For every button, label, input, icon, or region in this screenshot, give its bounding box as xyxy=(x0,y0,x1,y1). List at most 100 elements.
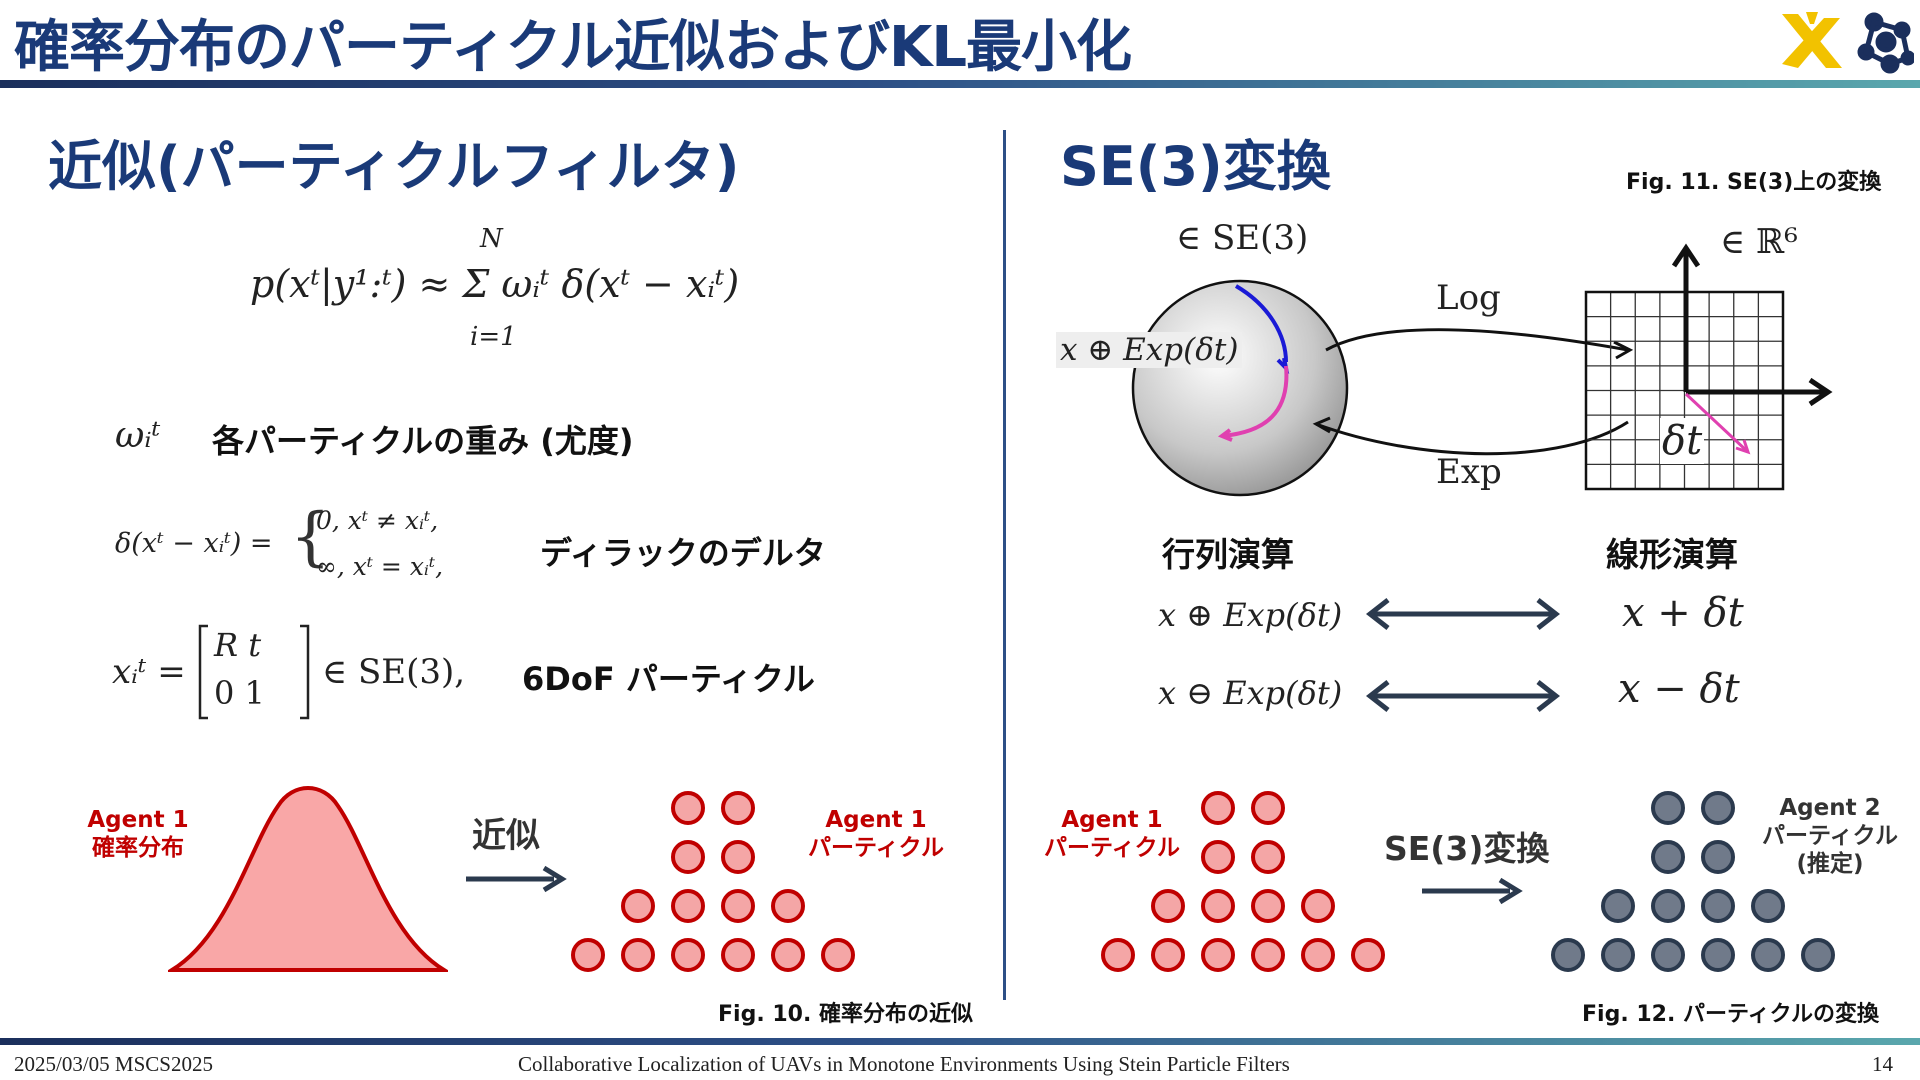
gaussian-curve xyxy=(168,786,448,972)
footer-paper-title: Collaborative Localization of UAVs in Mo… xyxy=(518,1052,1290,1076)
fig10-caption: Fig. 10. 確率分布の近似 xyxy=(718,1002,973,1027)
row1-linear-op: x + δt xyxy=(1622,590,1744,636)
particle-dot xyxy=(1151,889,1185,923)
sum-upper-limit: N xyxy=(480,224,503,254)
particle-dot xyxy=(1201,840,1235,874)
log-label: Log xyxy=(1436,278,1501,318)
particle-dot xyxy=(1601,938,1635,972)
right-heading: SE(3)変換 xyxy=(1060,135,1331,198)
posterior-equation: p(xᵗ|y¹:ᵗ) ≈ Σ ωᵢᵗ δ(xᵗ − xᵢᵗ) xyxy=(250,262,740,306)
particle-dot xyxy=(1551,938,1585,972)
delta-case-1: 0, xᵗ ≠ xᵢᵗ, xyxy=(316,506,439,535)
weight-description: 各パーティクルの重み (尤度) xyxy=(212,422,634,460)
particle-dot xyxy=(1751,889,1785,923)
particle-dot xyxy=(1651,938,1685,972)
se3-transform-label: SE(3)変換 xyxy=(1384,829,1550,868)
particle-dot xyxy=(671,889,705,923)
fig11-caption: Fig. 11. SE(3)上の変換 xyxy=(1626,170,1882,195)
particle-dot xyxy=(621,938,655,972)
logo-x-mark xyxy=(1782,12,1842,68)
particle-dot xyxy=(1651,791,1685,825)
particle-dot xyxy=(1701,938,1735,972)
particle-dot xyxy=(1251,889,1285,923)
particle-dot xyxy=(1251,791,1285,825)
footer-date: 2025/03/05 MSCS2025 xyxy=(14,1052,213,1076)
r6-membership: ∈ ℝ⁶ xyxy=(1720,222,1798,262)
particle-dot xyxy=(1651,840,1685,874)
particle-dot xyxy=(771,938,805,972)
linear-ops-header: 線形演算 xyxy=(1606,535,1738,574)
exp-label: Exp xyxy=(1436,452,1502,492)
particle-dot xyxy=(721,938,755,972)
particle-dot xyxy=(771,889,805,923)
log-arrow xyxy=(1325,328,1629,352)
transform-arrow xyxy=(1422,877,1523,905)
delta-t-vector xyxy=(1684,392,1750,454)
particle-dot xyxy=(721,840,755,874)
agent2-particle-pyramid xyxy=(1551,791,1835,972)
page-number: 14 xyxy=(1872,1052,1893,1076)
agent1-particle-pyramid-right xyxy=(1101,791,1385,972)
se3-membership: ∈ SE(3) xyxy=(1176,218,1309,258)
particle-dot xyxy=(1201,791,1235,825)
exp-arrow xyxy=(1315,420,1629,456)
logo-network-mark xyxy=(1857,12,1914,74)
particle-dot xyxy=(671,840,705,874)
agent1-particle-pyramid xyxy=(571,791,855,972)
blue-geodesic xyxy=(1234,284,1288,363)
particle-dot xyxy=(1751,938,1785,972)
particle-dot xyxy=(1701,840,1735,874)
sphere-label: x ⊕ Exp(δt) xyxy=(1056,332,1243,368)
column-divider xyxy=(1003,130,1006,1000)
particle-dot xyxy=(1201,938,1235,972)
matrix-brackets xyxy=(198,624,310,720)
row2-linear-op: x − δt xyxy=(1618,666,1740,712)
particle-dot xyxy=(1201,889,1235,923)
matrix-ops-header: 行列演算 xyxy=(1162,535,1294,574)
particle-dot xyxy=(571,938,605,972)
delta-brace: { xyxy=(290,500,331,574)
particle-dot xyxy=(1151,938,1185,972)
particle-dot xyxy=(1701,889,1735,923)
agent1-particles-label-right: Agent 1 パーティクル xyxy=(1044,807,1180,861)
row2-matrix-op: x ⊖ Exp(δt) xyxy=(1158,674,1343,712)
particle-dot xyxy=(1701,791,1735,825)
title-rule xyxy=(0,80,1920,88)
particle-dot xyxy=(1301,938,1335,972)
particle-dot xyxy=(1251,840,1285,874)
fig12-caption: Fig. 12. パーティクルの変換 xyxy=(1582,1002,1879,1027)
particle-dot xyxy=(721,889,755,923)
particle-dot xyxy=(721,791,755,825)
equivalence-arrows xyxy=(1366,598,1560,712)
particle-dot xyxy=(621,889,655,923)
particle-dot xyxy=(821,938,855,972)
particle-dot xyxy=(1651,889,1685,923)
particle-dot xyxy=(1801,938,1835,972)
particle-dot xyxy=(1601,889,1635,923)
logo-icon xyxy=(1782,12,1914,74)
approximate-arrow xyxy=(466,865,567,893)
delta-description: ディラックのデルタ xyxy=(540,534,826,572)
particle-lhs: xᵢᵗ = xyxy=(112,652,186,692)
matrix-row-2: 0 1 xyxy=(214,674,265,712)
approximate-label: 近似 xyxy=(472,816,540,856)
particle-dot xyxy=(1101,938,1135,972)
pink-geodesic xyxy=(1221,365,1289,438)
particle-dot xyxy=(671,791,705,825)
delta-case-2: ∞, xᵗ = xᵢᵗ, xyxy=(316,552,444,581)
agent1-particles-label: Agent 1 パーティクル xyxy=(808,807,944,861)
particle-dot xyxy=(671,938,705,972)
sum-lower-limit: i=1 xyxy=(470,322,517,352)
matrix-row-1: R t xyxy=(214,626,262,664)
delta-t-label: δt xyxy=(1660,418,1705,464)
particle-dot xyxy=(1301,889,1335,923)
particle-description: 6DoF パーティクル xyxy=(522,660,815,698)
agent2-particles-label: Agent 2 パーティクル (推定) xyxy=(1762,795,1898,877)
particle-dot xyxy=(1251,938,1285,972)
distribution-label: Agent 1 確率分布 xyxy=(87,807,189,861)
delta-lhs: δ(xᵗ − xᵢᵗ) = xyxy=(115,528,273,559)
particle-dot xyxy=(1351,938,1385,972)
row1-matrix-op: x ⊕ Exp(δt) xyxy=(1158,596,1343,634)
se3-manifold-sphere xyxy=(1131,279,1349,497)
footer-rule xyxy=(0,1038,1920,1045)
